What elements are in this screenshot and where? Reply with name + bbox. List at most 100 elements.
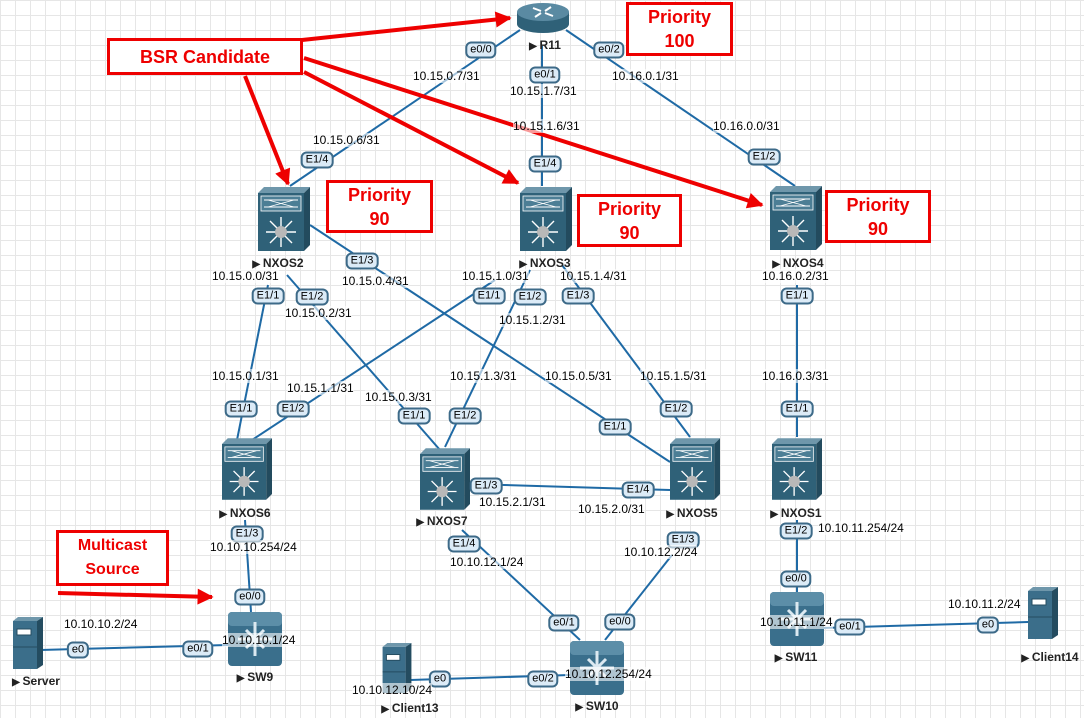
ip-address-label: 10.15.0.0/31 [212, 269, 279, 283]
port-label: E1/2 [659, 400, 693, 418]
ip-address-label: 10.15.1.0/31 [462, 269, 529, 283]
port-label: E1/1 [251, 287, 285, 305]
device-label[interactable]: NXOS6 [219, 506, 271, 520]
devices [13, 2, 1058, 695]
ip-address-label: 10.10.12.1/24 [450, 555, 524, 569]
port-label: E1/1 [397, 407, 431, 425]
port-label: e0/1 [834, 618, 866, 636]
port-label: e0/2 [593, 41, 625, 59]
port-label: E1/3 [561, 287, 595, 305]
port-label: e0/0 [234, 588, 266, 606]
port-label: E1/2 [448, 407, 482, 425]
ip-address-label: 10.10.12.2/24 [624, 545, 698, 559]
note-text: Multicast [77, 537, 148, 554]
ip-address-label: 10.10.11.254/24 [818, 521, 904, 535]
nexus-switch-icon-nxos4[interactable] [770, 186, 822, 250]
device-label[interactable]: Client13 [381, 701, 439, 715]
ip-address-label: 10.10.12.10/24 [352, 683, 433, 697]
note-text: 90 [619, 222, 640, 243]
ip-address-label: 10.15.2.0/31 [578, 502, 645, 516]
port-label: E1/2 [513, 288, 547, 306]
port-label: E1/3 [230, 525, 264, 543]
port-label: E1/1 [780, 287, 814, 305]
ip-address-label: 10.15.0.4/31 [342, 274, 409, 288]
ip-address-label: 10.15.0.5/31 [545, 369, 612, 383]
r11-priority-note: Priority 100 [626, 2, 733, 56]
note-text: Priority [347, 184, 412, 205]
device-label[interactable]: NXOS2 [252, 256, 304, 270]
device-label[interactable]: SW11 [775, 650, 817, 664]
ip-address-label: 10.15.2.1/31 [479, 495, 546, 509]
port-label: E1/2 [295, 288, 329, 306]
port-label: E1/4 [621, 481, 655, 499]
device-label[interactable]: NXOS4 [772, 256, 824, 270]
port-label: e0 [428, 670, 452, 688]
note-text: Priority [597, 198, 662, 219]
ip-address-label: 10.10.10.2/24 [64, 617, 138, 631]
port-label: e0/1 [529, 66, 561, 84]
port-label: E1/2 [276, 400, 310, 418]
note-text: BSR Candidate [139, 46, 271, 67]
port-label: E1/4 [300, 151, 334, 169]
port-label: E1/2 [779, 522, 813, 540]
ip-address-label: 10.15.1.7/31 [510, 84, 577, 98]
server-icon-server[interactable] [13, 617, 43, 669]
port-label: e0/2 [527, 670, 559, 688]
server-icon-client14[interactable] [1028, 587, 1058, 639]
device-label[interactable]: NXOS3 [519, 256, 571, 270]
ip-address-label: 10.15.0.3/31 [365, 390, 432, 404]
nexus-switch-icon-nxos2[interactable] [258, 187, 310, 251]
nexus-switch-icon-nxos5[interactable] [670, 437, 720, 501]
ip-address-label: 10.16.0.0/31 [713, 119, 780, 133]
ip-address-label: 10.15.1.6/31 [513, 119, 580, 133]
device-label[interactable]: SW9 [237, 670, 273, 684]
device-label[interactable]: NXOS1 [770, 506, 822, 520]
note-text: 100 [664, 31, 695, 51]
ip-address-label: 10.10.11.1/24 [760, 615, 833, 629]
ip-address-label: 10.15.1.4/31 [560, 269, 627, 283]
port-label: e0/0 [780, 570, 812, 588]
ip-address-label: 10.15.0.7/31 [413, 69, 480, 83]
device-label[interactable]: R11 [529, 38, 561, 52]
note-text: Priority [846, 194, 910, 215]
device-label[interactable]: Client14 [1021, 650, 1079, 664]
ip-address-label: 10.16.0.2/31 [762, 269, 829, 283]
arrow-bsr-r11 [301, 11, 512, 42]
nexus-switch-icon-nxos7[interactable] [420, 447, 470, 511]
note-text: 90 [369, 208, 390, 229]
ip-address-label: 10.15.1.3/31 [450, 369, 517, 383]
device-label[interactable]: SW10 [575, 699, 619, 713]
router-icon-r11[interactable] [517, 2, 569, 34]
ip-address-label: 10.16.0.1/31 [612, 69, 679, 83]
device-label[interactable]: Server [12, 674, 60, 688]
nxos2-priority-note: Priority 90 [326, 180, 433, 233]
nexus-switch-icon-nxos6[interactable] [222, 437, 272, 501]
port-label: e0/1 [182, 640, 214, 658]
arrow-multicast-sw9 [57, 588, 214, 605]
nexus-switch-icon-nxos3[interactable] [520, 187, 572, 251]
arrow-bsr-nxos3 [303, 70, 520, 185]
port-label: E1/2 [747, 148, 781, 166]
device-label[interactable]: NXOS5 [666, 506, 718, 520]
note-text: Priority [647, 7, 712, 27]
port-label: E1/1 [780, 400, 814, 418]
port-label: E1/1 [472, 287, 506, 305]
ip-address-label: 10.10.12.254/24 [565, 667, 652, 681]
port-label: e0 [66, 641, 90, 659]
port-label: e0/0 [604, 613, 636, 631]
port-label: E1/1 [224, 400, 258, 418]
port-label: E1/3 [345, 252, 379, 270]
ip-address-label: 10.10.10.1/24 [222, 633, 296, 647]
port-label: E1/1 [598, 418, 632, 436]
ip-address-label: 10.15.0.2/31 [285, 306, 352, 320]
device-label[interactable]: NXOS7 [416, 514, 468, 528]
ip-address-label: 10.15.1.1/31 [287, 381, 354, 395]
port-label: e0 [976, 616, 1000, 634]
note-text: 90 [867, 218, 889, 239]
port-label: E1/4 [528, 155, 562, 173]
ip-address-label: 10.10.10.254/24 [210, 540, 297, 554]
arrow-bsr-nxos2 [243, 75, 291, 186]
nexus-switch-icon-nxos1[interactable] [772, 437, 822, 501]
